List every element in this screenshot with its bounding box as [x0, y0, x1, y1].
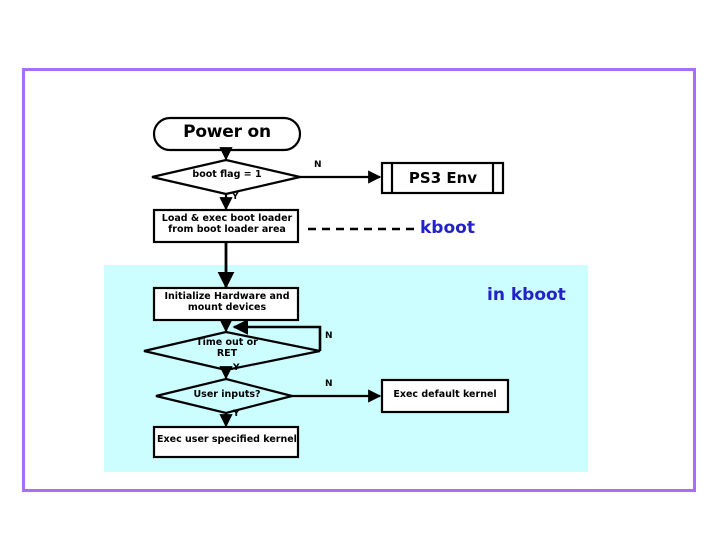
outer-frame — [22, 68, 696, 492]
node-boot-flag — [151, 158, 301, 196]
node-time-out — [143, 330, 321, 372]
edge-timeout-no-loop — [232, 319, 322, 351]
node-exec-user — [152, 425, 300, 459]
node-initialize — [152, 286, 300, 322]
node-exec-default — [380, 378, 510, 414]
node-user-inputs — [155, 377, 293, 415]
node-load-exec — [152, 208, 300, 244]
node-power-on — [152, 116, 302, 152]
node-ps3-env — [380, 161, 505, 195]
